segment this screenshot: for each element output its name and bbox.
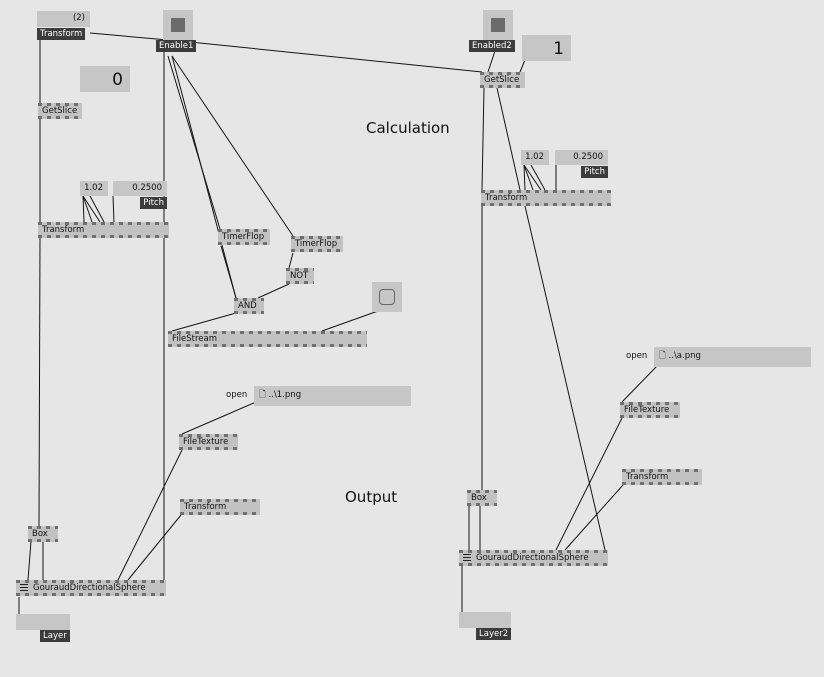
filestream-node[interactable]: FileStream bbox=[168, 331, 367, 347]
menu-lines-icon-2 bbox=[463, 554, 471, 561]
and-node[interactable]: AND bbox=[234, 298, 264, 314]
scale-value: 1.02 bbox=[84, 183, 103, 193]
not-label: NOT bbox=[290, 271, 309, 281]
box-node-left[interactable]: Box bbox=[28, 526, 58, 542]
pitch-iobox-right[interactable]: 0.2500 Pitch bbox=[555, 150, 608, 178]
slice-index-value-right: 1 bbox=[553, 39, 564, 59]
getslice-label: GetSlice bbox=[42, 106, 78, 116]
file-path-iobox-right[interactable]: 🗋 ..\a.png bbox=[654, 347, 811, 367]
file-path-value-left: 🗋 ..\1.png bbox=[259, 390, 302, 400]
scale-iobox-right[interactable]: 1.02 bbox=[521, 150, 549, 165]
timerflop-node-2[interactable]: TimerFlop bbox=[291, 236, 343, 252]
slice-index-value: 0 bbox=[112, 70, 123, 90]
pitch-value: 0.2500 bbox=[132, 183, 162, 193]
pitch-label-right: Pitch bbox=[581, 166, 608, 178]
filetexture-label-right: FileTexture bbox=[624, 405, 670, 415]
transform-label: Transform bbox=[42, 225, 85, 235]
filestream-label: FileStream bbox=[172, 334, 217, 344]
box-node-right[interactable]: Box bbox=[467, 490, 497, 506]
transform-out-label-left: Transform bbox=[184, 502, 227, 512]
scale-iobox[interactable]: 1.02 bbox=[80, 181, 108, 196]
transform-label-right: Transform bbox=[485, 193, 528, 203]
toggle-square-icon-2 bbox=[491, 18, 505, 32]
layer-label-left: Layer bbox=[40, 630, 70, 642]
sphere-node-right[interactable]: GouraudDirectionalSphere bbox=[459, 550, 608, 566]
bang-button[interactable] bbox=[372, 282, 402, 312]
spread-count-iobox[interactable]: (2) Transform bbox=[37, 11, 90, 40]
and-label: AND bbox=[238, 301, 257, 311]
menu-lines-icon bbox=[20, 584, 28, 591]
file-path-value-right: 🗋 ..\a.png bbox=[659, 351, 701, 361]
sphere-node-left[interactable]: GouraudDirectionalSphere bbox=[16, 580, 166, 596]
scale-value-right: 1.02 bbox=[525, 152, 544, 162]
transform-out-label-right: Transform bbox=[626, 472, 669, 482]
transform-node[interactable]: Transform bbox=[38, 222, 169, 238]
enable1-label: Enable1 bbox=[156, 40, 197, 52]
filetexture-label-left: FileTexture bbox=[183, 437, 229, 447]
not-node[interactable]: NOT bbox=[286, 268, 314, 284]
enabled2-toggle[interactable]: Enabled2 bbox=[469, 10, 515, 52]
pitch-iobox[interactable]: 0.2500 Pitch bbox=[113, 181, 167, 209]
sphere-label-right: GouraudDirectionalSphere bbox=[476, 553, 589, 563]
transform-node-right[interactable]: Transform bbox=[481, 190, 611, 206]
layer-renderer-left[interactable]: Layer bbox=[16, 614, 70, 642]
timerflop-node-1[interactable]: TimerFlop bbox=[218, 229, 270, 245]
box-label-right: Box bbox=[471, 493, 487, 503]
comment-output: Output bbox=[345, 488, 398, 506]
getslice-node-right[interactable]: GetSlice bbox=[480, 72, 525, 88]
filetexture-node-left[interactable]: FileTexture bbox=[179, 434, 238, 450]
toggle-square-icon bbox=[171, 18, 185, 32]
layer-label-right: Layer2 bbox=[476, 628, 512, 640]
box-label-left: Box bbox=[32, 529, 48, 539]
transform-out-node-left[interactable]: Transform bbox=[180, 499, 260, 515]
getslice-label-right: GetSlice bbox=[484, 75, 520, 85]
pitch-value-right: 0.2500 bbox=[573, 152, 603, 162]
getslice-node[interactable]: GetSlice bbox=[38, 103, 82, 119]
spread-count-value: (2) bbox=[72, 13, 85, 23]
transform-top-label: Transform bbox=[37, 28, 86, 40]
enabled2-label: Enabled2 bbox=[469, 40, 515, 52]
filetexture-node-right[interactable]: FileTexture bbox=[620, 402, 680, 418]
slice-index-iobox[interactable]: 0 bbox=[80, 66, 130, 92]
pitch-label: Pitch bbox=[140, 197, 167, 209]
comment-calculation: Calculation bbox=[366, 119, 450, 137]
layer-renderer-right[interactable]: Layer2 bbox=[459, 612, 512, 640]
bang-circle-icon bbox=[379, 289, 395, 305]
transform-out-node-right[interactable]: Transform bbox=[622, 469, 702, 485]
open-label-left: open bbox=[226, 390, 248, 400]
open-label-right: open bbox=[626, 351, 648, 361]
timerflop-label-2: TimerFlop bbox=[295, 239, 338, 249]
enable1-toggle[interactable]: Enable1 bbox=[156, 10, 197, 52]
timerflop-label-1: TimerFlop bbox=[222, 232, 265, 242]
file-path-iobox-left[interactable]: 🗋 ..\1.png bbox=[254, 386, 411, 406]
sphere-label-left: GouraudDirectionalSphere bbox=[33, 583, 146, 593]
slice-index-iobox-right[interactable]: 1 bbox=[522, 35, 571, 61]
